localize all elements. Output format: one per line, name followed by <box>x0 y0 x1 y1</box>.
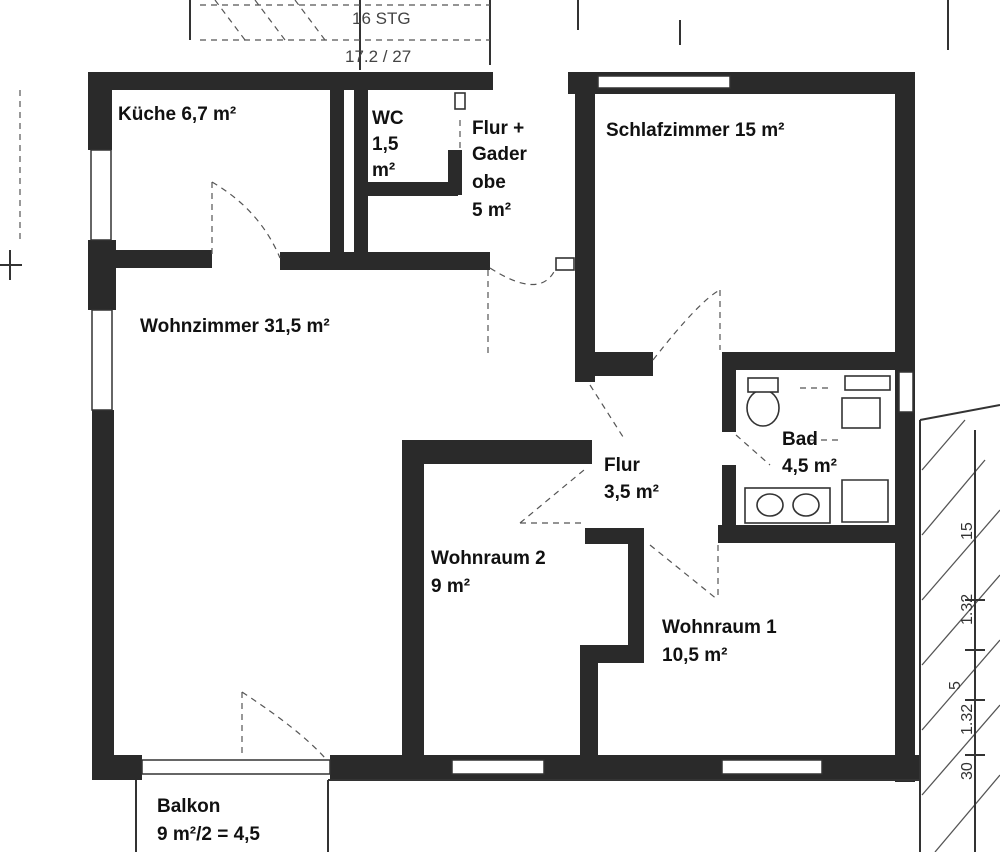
dimension-5: 5 <box>947 681 964 690</box>
window-balcony-door <box>141 759 331 775</box>
label-wc-1: WC <box>372 108 404 129</box>
label-wohnraum2-2: 9 m² <box>431 576 470 597</box>
label-wc-3: m² <box>372 160 395 181</box>
toilet-icon <box>746 389 780 427</box>
label-bad-2: 4,5 m² <box>782 456 837 477</box>
right-hatch: 15 1.32 1.32 5 30 <box>919 404 1000 852</box>
stairs-area: 16 STG 17.2 / 27 <box>189 0 949 70</box>
label-flur-gader-2: Gader <box>472 144 528 165</box>
label-flur-gader-3: obe <box>472 172 506 193</box>
label-flur-gader-1: Flur + <box>472 118 524 139</box>
shower-icon <box>841 397 881 429</box>
window-bedroom-top <box>597 75 731 89</box>
label-flur-1: Flur <box>604 455 640 476</box>
label-flur-2: 3,5 m² <box>604 482 659 503</box>
dimension-30: 30 <box>959 762 976 780</box>
label-balkon-2: 9 m²/2 = 4,5 <box>157 824 260 845</box>
label-wohnraum1-1: Wohnraum 1 <box>662 617 777 638</box>
label-wohnraum1-2: 10,5 m² <box>662 645 727 666</box>
label-schlafzimmer: Schlafzimmer 15 m² <box>606 120 784 141</box>
label-flur-gader-4: 5 m² <box>472 200 511 221</box>
stairs-dimension: 17.2 / 27 <box>345 47 411 66</box>
left-margin-marks <box>0 90 22 280</box>
label-wohnzimmer: Wohnzimmer 31,5 m² <box>140 316 330 337</box>
label-balkon-1: Balkon <box>157 796 220 817</box>
window-kitchen-left <box>90 149 112 241</box>
dimension-132-b: 1.32 <box>959 704 976 735</box>
label-wc-2: 1,5 <box>372 134 399 155</box>
stairs-label: 16 STG <box>352 9 411 28</box>
window-living-left <box>91 309 113 411</box>
room-labels: Küche 6,7 m² WC 1,5 m² Flur + Gader obe … <box>118 104 837 845</box>
doors <box>211 92 771 759</box>
dimension-132-a: 1.32 <box>959 594 976 625</box>
dimension-15: 15 <box>959 522 976 540</box>
balcony-outline <box>135 779 920 852</box>
window-wohnraum2 <box>451 759 545 775</box>
windows <box>90 75 914 775</box>
label-kueche: Küche 6,7 m² <box>118 104 236 125</box>
window-bath-right <box>898 371 914 413</box>
window-wohnraum1 <box>721 759 823 775</box>
label-bad-1: Bad <box>782 429 818 450</box>
label-wohnraum2-1: Wohnraum 2 <box>431 548 546 569</box>
bath-fixtures <box>744 375 891 524</box>
bathtub-icon <box>841 479 889 523</box>
